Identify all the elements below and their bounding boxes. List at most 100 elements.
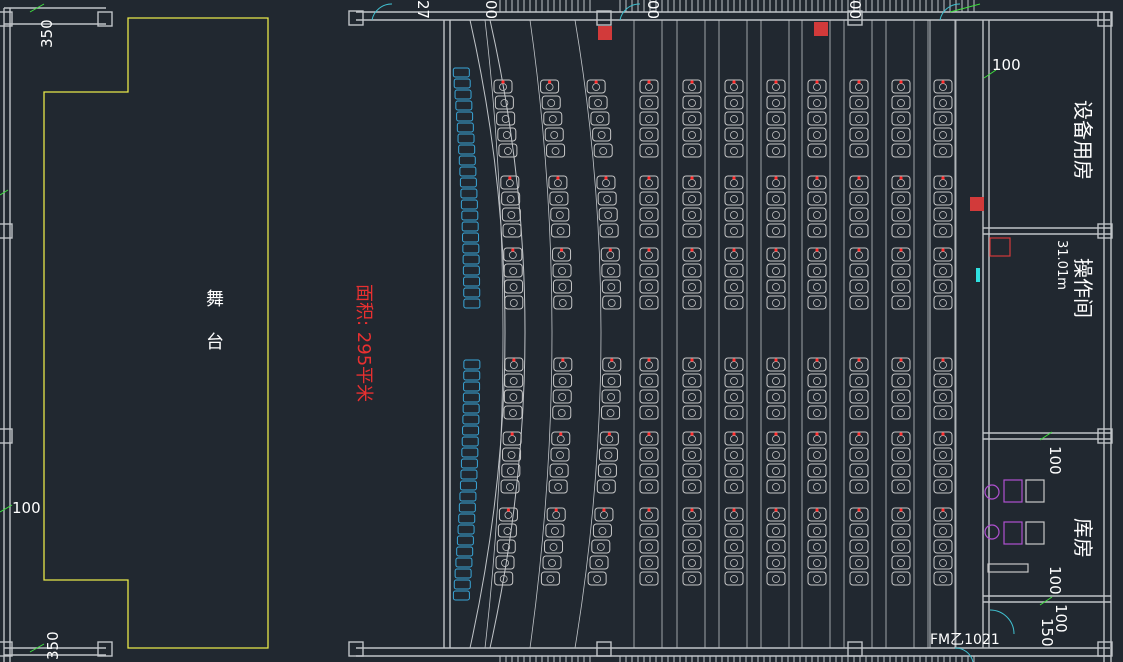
seat-marker [547,80,552,84]
seat-shape [766,263,786,278]
front-seat [462,265,480,276]
seat-shape [724,571,744,586]
seat-shape [639,223,659,238]
seat-shape [598,207,618,222]
seat-cushion [688,115,696,123]
seat-shape [549,191,569,206]
seat [891,127,911,142]
seat-shape [682,279,702,294]
front-seat [458,155,476,166]
seat-cushion [939,467,947,475]
seat-cushion [730,377,738,385]
seat-cushion [552,511,561,519]
seat-shape [588,95,608,110]
dim-tick-7 [1039,596,1053,606]
seat [639,463,659,478]
seat [639,507,659,522]
seat-cushion [855,131,863,139]
seat [849,111,869,126]
seat-shape [500,175,520,190]
seat [503,389,523,404]
seat [849,295,869,310]
seat-shape [639,95,659,110]
seat [682,263,702,278]
seat-cushion [939,251,947,259]
seat-shape [891,191,911,206]
seat-cushion [645,115,653,123]
dim-tick-5 [983,69,997,79]
front-seat [452,590,470,601]
seat-cushion [813,299,821,307]
seat-shape [766,247,786,262]
column-tl [97,11,113,27]
seat-shape [550,207,570,222]
seat [766,447,786,462]
seat-shape [807,405,827,420]
seat [933,405,953,420]
seat-shape [498,143,518,158]
seat-shape [891,373,911,388]
seat-shape [807,555,827,570]
seat-shape [849,539,869,554]
seat-cushion [772,179,780,187]
seat-cushion [606,409,615,417]
seat [724,357,744,372]
seat-marker [815,508,819,512]
seat-cushion [897,115,905,123]
seat [494,571,514,586]
seat-shape [849,95,869,110]
seat [766,295,786,310]
seat [807,263,827,278]
seat-cushion [645,543,653,551]
seat-shape [496,539,516,554]
column-hall-bl [348,641,364,657]
seat-cushion [558,377,567,385]
seat [601,405,621,420]
column-left-3 [0,428,13,444]
seat [933,523,953,538]
seat-cushion [730,147,738,155]
seat-cushion [855,559,863,567]
seat-shape [807,263,827,278]
front-seat [461,436,479,447]
seat-shape [682,143,702,158]
seat [553,357,573,372]
seat-shape [807,295,827,310]
seat-cushion [855,147,863,155]
seat [807,389,827,404]
seat-shape [933,571,953,586]
seat-shape [639,447,659,462]
seat [497,523,517,538]
seat-shape [849,143,869,158]
front-seat [463,370,481,381]
seat-shape [933,295,953,310]
seat [596,479,616,494]
seat-shape [682,127,702,142]
seat-cushion [772,435,780,443]
seat-marker [690,80,694,84]
seat [891,479,911,494]
seat-shape [639,539,659,554]
seat-marker [941,176,945,180]
seat-cushion [592,83,601,91]
seat-marker [941,432,945,436]
seat-cushion [855,83,863,91]
seat [639,357,659,372]
dim-right-mid: 100 [1046,446,1064,475]
seat-cushion [688,409,696,417]
seat-shape [849,447,869,462]
seat-cushion [772,527,780,535]
seat-shape [891,223,911,238]
seat-shape [724,247,744,262]
seat [807,111,827,126]
seat-cushion [897,483,905,491]
seat-marker [899,176,903,180]
seat [849,357,869,372]
front-seat [454,568,472,579]
dim-right-bottom-a: 100 [1052,604,1070,633]
red-column-2 [814,22,828,36]
seat-cushion [939,435,947,443]
seat [540,79,560,94]
seat-cushion [813,361,821,369]
seat [933,507,953,522]
